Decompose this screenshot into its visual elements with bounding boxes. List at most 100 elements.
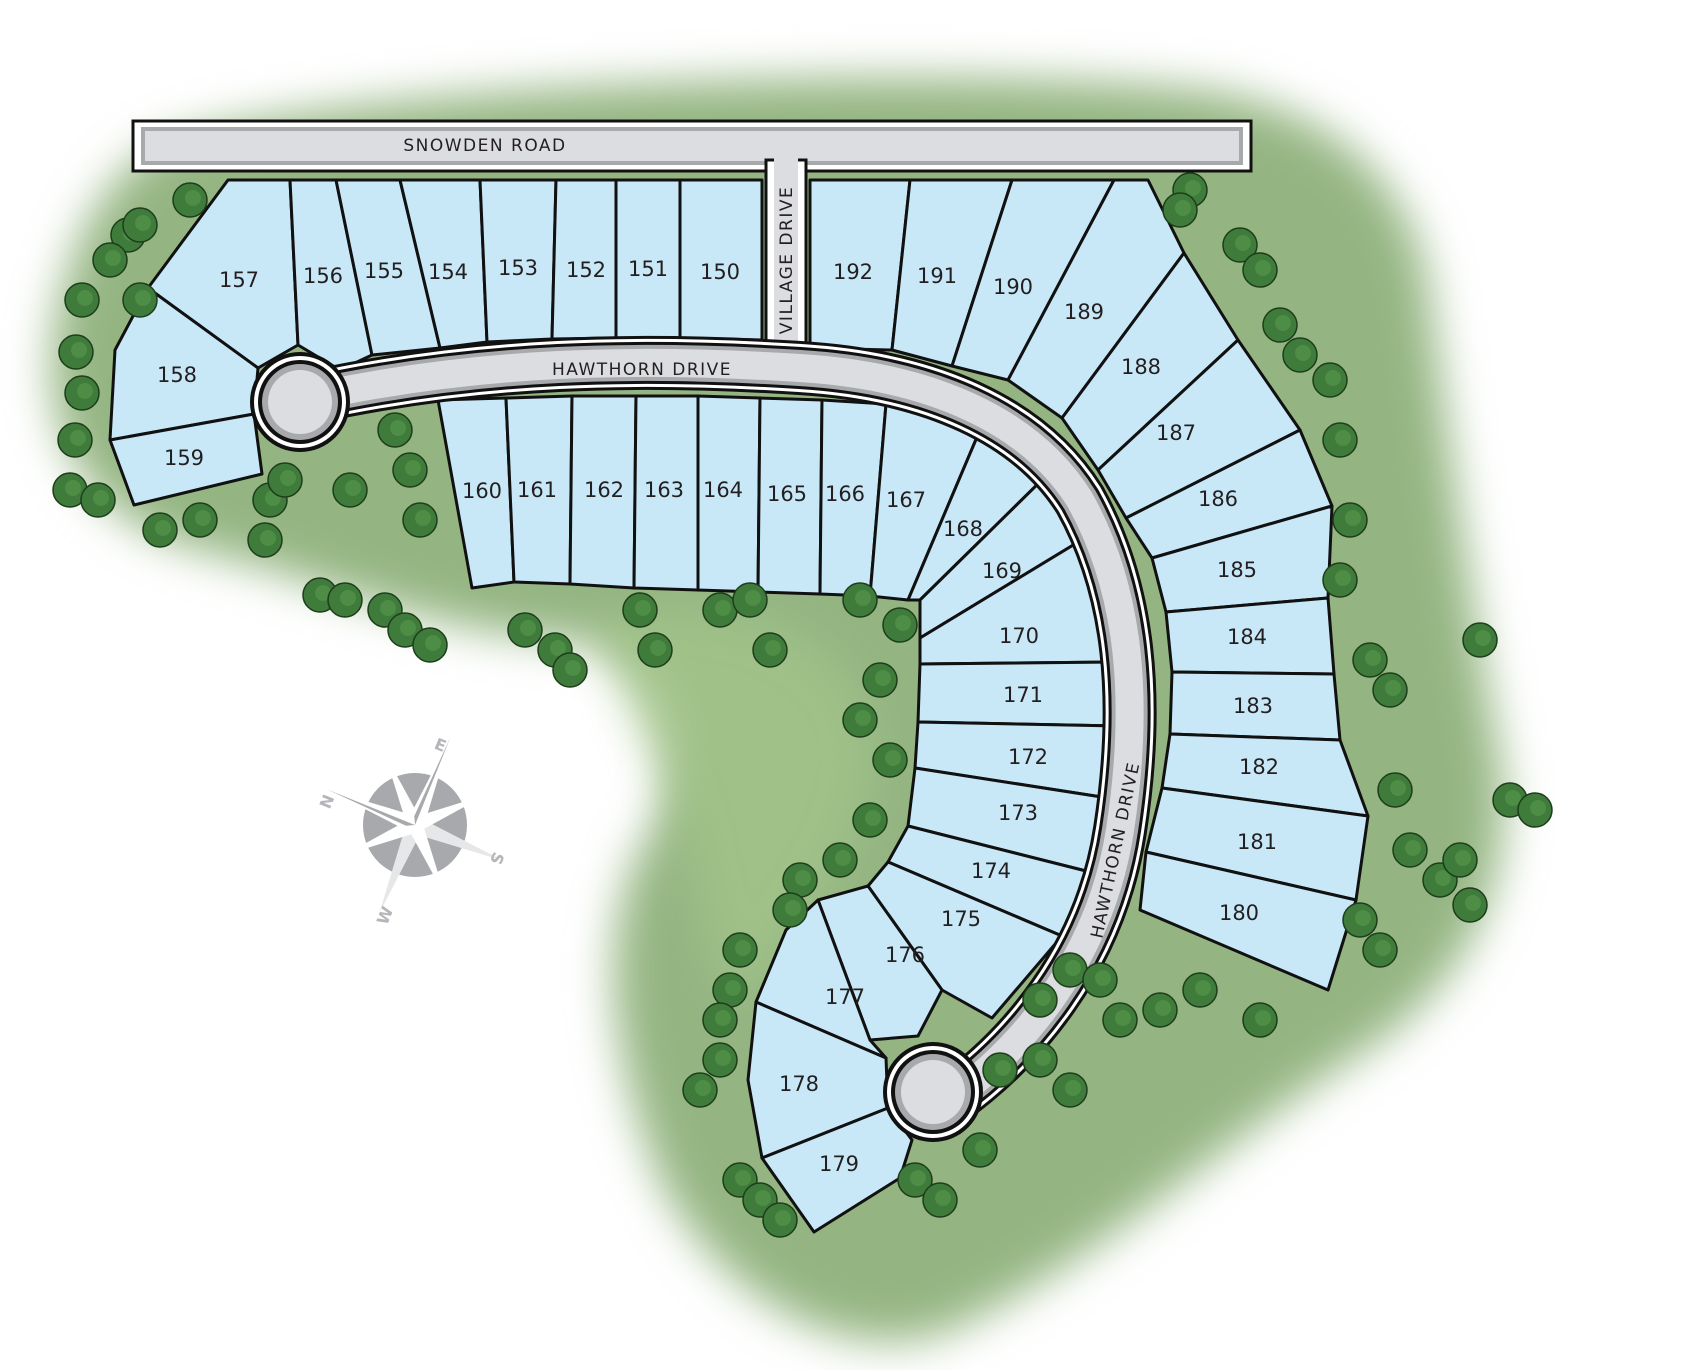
lot-165[interactable] <box>756 396 824 596</box>
tree-icon <box>752 632 788 668</box>
tree-icon <box>1322 562 1358 598</box>
tree-icon <box>1052 952 1088 988</box>
tree-icon <box>922 1182 958 1218</box>
lot-180[interactable] <box>1138 850 1358 992</box>
lot-157[interactable] <box>146 178 300 370</box>
tree-icon <box>702 1042 738 1078</box>
tree-icon <box>782 862 818 898</box>
lot-184[interactable] <box>1164 596 1336 676</box>
trees-layer <box>52 172 1553 1238</box>
tree-icon <box>92 242 128 278</box>
lot-159[interactable] <box>108 412 264 507</box>
tree-icon <box>1082 962 1118 998</box>
tree-icon <box>1517 792 1553 828</box>
tree-icon <box>1322 422 1358 458</box>
lot-153[interactable] <box>478 178 558 344</box>
lot-164[interactable] <box>696 394 762 594</box>
tree-icon <box>367 592 403 628</box>
tree-icon <box>1052 1072 1088 1108</box>
tree-icon <box>392 452 428 488</box>
tree-icon <box>1362 932 1398 968</box>
tree-icon <box>712 972 748 1008</box>
tree-icon <box>772 892 808 928</box>
tree-icon <box>682 1072 718 1108</box>
tree-icon <box>732 582 768 618</box>
tree-icon <box>622 592 658 628</box>
lot-161[interactable] <box>504 394 574 586</box>
tree-icon <box>247 522 283 558</box>
tree-icon <box>267 462 303 498</box>
lot-163[interactable] <box>632 394 700 592</box>
lot-150[interactable] <box>678 178 764 342</box>
lots-layer <box>108 178 1370 1234</box>
compass-label-s: S <box>486 849 508 867</box>
tree-icon <box>1342 902 1378 938</box>
tree-icon <box>1022 1042 1058 1078</box>
tree-icon <box>64 282 100 318</box>
compass-label-n: N <box>316 792 339 812</box>
tree-icon <box>58 334 94 370</box>
tree-icon <box>1462 622 1498 658</box>
tree-icon <box>142 512 178 548</box>
tree-icon <box>1162 192 1198 228</box>
compass-rose <box>326 736 504 914</box>
lot-171[interactable] <box>916 660 1120 728</box>
tree-icon <box>1377 772 1413 808</box>
roads-layer <box>131 119 1253 1142</box>
lot-179[interactable] <box>760 1106 914 1234</box>
tree-icon <box>1392 832 1428 868</box>
lot-151[interactable] <box>614 178 682 340</box>
tree-icon <box>842 702 878 738</box>
tree-icon <box>762 1202 798 1238</box>
tree-icon <box>1312 362 1348 398</box>
tree-icon <box>637 632 673 668</box>
tree-icon <box>872 742 908 778</box>
tree-icon <box>1372 672 1408 708</box>
tree-icon <box>57 422 93 458</box>
tree-icon <box>182 502 218 538</box>
tree-icon <box>172 182 208 218</box>
tree-icon <box>80 482 116 518</box>
tree-icon <box>122 207 158 243</box>
tree-icon <box>1282 337 1318 373</box>
tree-icon <box>822 842 858 878</box>
tree-icon <box>332 472 368 508</box>
tree-icon <box>412 627 448 663</box>
tree-icon <box>1262 307 1298 343</box>
tree-icon <box>1222 227 1258 263</box>
tree-icon <box>882 607 918 643</box>
lot-162[interactable] <box>568 394 638 590</box>
tree-icon <box>702 592 738 628</box>
tree-icon <box>402 502 438 538</box>
tree-icon <box>377 412 413 448</box>
tree-icon <box>1022 982 1058 1018</box>
tree-icon <box>1332 502 1368 538</box>
tree-icon <box>1242 252 1278 288</box>
tree-icon <box>962 1132 998 1168</box>
tree-icon <box>1182 972 1218 1008</box>
tree-icon <box>1442 842 1478 878</box>
tree-icon <box>842 582 878 618</box>
tree-icon <box>1452 887 1488 923</box>
tree-icon <box>862 662 898 698</box>
tree-icon <box>122 282 158 318</box>
tree-icon <box>897 1162 933 1198</box>
tree-icon <box>702 1002 738 1038</box>
tree-icon <box>982 1052 1018 1088</box>
tree-icon <box>552 652 588 688</box>
lot-152[interactable] <box>550 178 618 341</box>
lot-176[interactable] <box>816 884 944 1042</box>
tree-icon <box>507 612 543 648</box>
lot-183[interactable] <box>1168 670 1342 742</box>
tree-icon <box>722 932 758 968</box>
road-label-snowden: SNOWDEN ROAD <box>403 136 566 156</box>
tree-icon <box>1352 642 1388 678</box>
tree-icon <box>1242 1002 1278 1038</box>
tree-icon <box>64 375 100 411</box>
road-label-hawthorn-west: HAWTHORN DRIVE <box>552 360 732 380</box>
tree-icon <box>327 582 363 618</box>
tree-icon <box>852 802 888 838</box>
compass-label-w: W <box>373 904 397 928</box>
tree-icon <box>1102 1002 1138 1038</box>
